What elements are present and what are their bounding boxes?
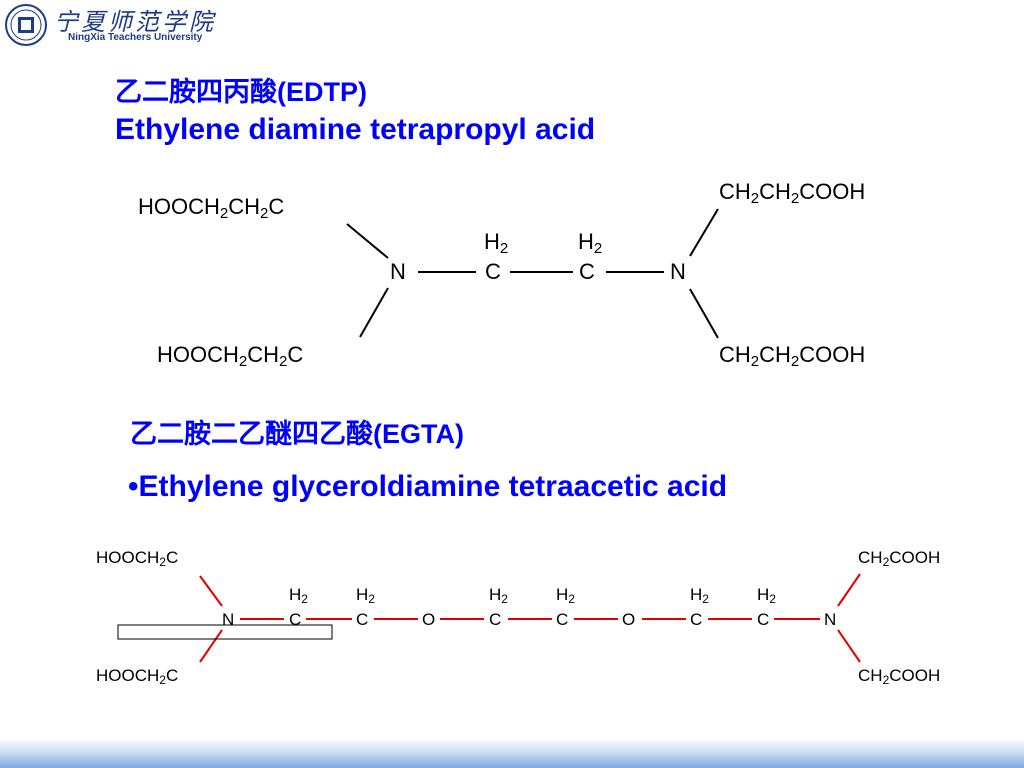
school-name-en: NingXia Teachers University <box>68 32 203 43</box>
egta-h2-4: H2 <box>556 585 575 606</box>
egta-title-cn: 乙二胺二乙醚四乙酸(EGTA) <box>130 419 464 449</box>
edtp-h2-right: H2 <box>578 229 603 257</box>
edtp-title-en: Ethylene diamine tetrapropyl acid <box>115 113 596 146</box>
egta-group-upper-left: HOOCH2C <box>96 548 179 569</box>
egta-h2-2: H2 <box>356 585 375 606</box>
edtp-atom-c-right: C <box>579 259 595 284</box>
egta-atom-c-6: C <box>757 610 770 629</box>
edtp-atom-n-right: N <box>670 259 686 284</box>
egta-group-lower-right: CH2COOH <box>858 666 941 687</box>
edtp-bond-ul <box>346 223 389 259</box>
egta-atom-o-1: O <box>422 610 436 629</box>
egta-h2-6: H2 <box>757 585 776 606</box>
egta-bond-ul <box>199 575 223 607</box>
egta-bond-ll <box>199 629 223 663</box>
egta-atom-c-5: C <box>690 610 703 629</box>
egta-atom-c-3: C <box>489 610 502 629</box>
egta-title-en: •Ethylene glyceroldiamine tetraacetic ac… <box>128 470 728 503</box>
egta-atom-c-2: C <box>356 610 369 629</box>
egta-h2-1: H2 <box>289 585 308 606</box>
edtp-bond-lr <box>689 288 719 339</box>
school-name-cn: 宁夏师范学院 <box>54 8 216 36</box>
egta-group-lower-left: HOOCH2C <box>96 666 179 687</box>
egta-atom-c-4: C <box>556 610 569 629</box>
edtp-h2-left: H2 <box>484 229 509 257</box>
edtp-atom-n-left: N <box>390 259 406 284</box>
edtp-bond-ll <box>359 287 389 338</box>
edtp-group-upper-right: CH2CH2COOH <box>719 179 866 207</box>
egta-group-upper-right: CH2COOH <box>858 548 941 569</box>
edtp-group-upper-left: HOOCH2CH2C <box>138 194 285 222</box>
edtp-group-lower-left: HOOCH2CH2C <box>157 342 304 370</box>
egta-bond-ur <box>837 573 861 607</box>
egta-atom-c-1: C <box>289 610 302 629</box>
egta-bond-lr <box>837 629 861 663</box>
egta-atom-n-right: N <box>824 610 837 629</box>
egta-atom-o-2: O <box>622 610 636 629</box>
egta-atom-n-left: N <box>222 610 235 629</box>
highlight-box <box>117 624 333 640</box>
edtp-group-lower-right: CH2CH2COOH <box>719 342 866 370</box>
edtp-title-cn: 乙二胺四丙酸(EDTP) <box>115 77 367 107</box>
egta-h2-3: H2 <box>489 585 508 606</box>
footer-gradient-bar <box>0 738 1024 768</box>
edtp-bond-ur <box>689 208 719 257</box>
edtp-atom-c-left: C <box>485 259 501 284</box>
university-logo <box>5 4 47 46</box>
egta-h2-5: H2 <box>690 585 709 606</box>
